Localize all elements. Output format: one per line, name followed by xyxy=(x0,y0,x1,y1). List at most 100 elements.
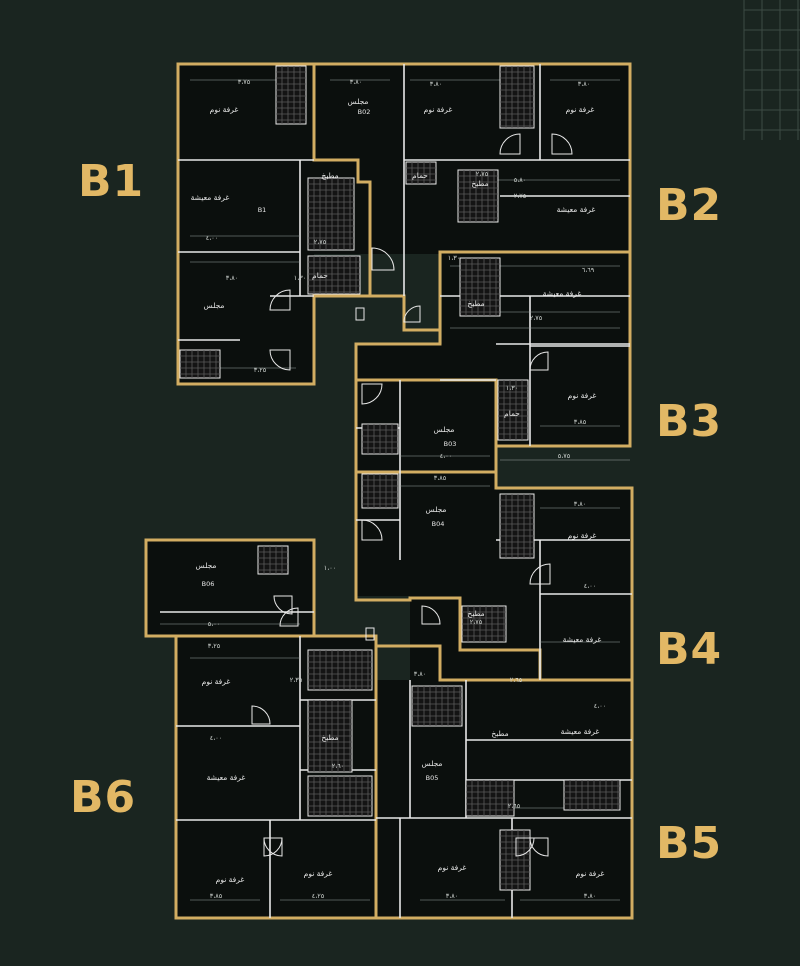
room-label-b1: حمام xyxy=(312,271,328,280)
room-label-b5: غرفة نوم xyxy=(576,869,605,878)
unit-label-b2: B2 xyxy=(656,180,723,231)
door-swing xyxy=(529,563,551,585)
tiled-area xyxy=(307,775,373,817)
extra-dimension-b5: ٢،٦٥ xyxy=(508,802,521,810)
room-dimension-b6: ٢،٦٠ xyxy=(332,762,345,770)
door-swing xyxy=(551,133,573,155)
room-dimension-b1: ٢،٧٥ xyxy=(314,238,327,246)
room-label-b5: غرفة معيشة xyxy=(561,727,600,736)
unit-code-b5: B05 xyxy=(426,774,439,782)
tile-frame xyxy=(457,169,499,223)
room-dimension-b4: ٤،٠٠ xyxy=(584,582,597,590)
room-label-b2: غرفة نوم xyxy=(566,105,595,114)
room-dimension-b6: ٤،٢٥ xyxy=(312,892,325,900)
unit-code-b2: B02 xyxy=(358,108,371,116)
room-dimension-b6: ٤،٠٠ xyxy=(210,734,223,742)
room-label-b6: غرفة نوم xyxy=(216,875,245,884)
door-swing xyxy=(361,383,383,405)
tile-frame xyxy=(257,545,289,575)
room-label-b5: مجلس xyxy=(422,759,443,768)
door-swing xyxy=(269,349,291,371)
unit-label-b5: B5 xyxy=(656,818,723,869)
door-swing xyxy=(499,133,521,155)
tile-frame xyxy=(307,649,373,691)
tiled-area xyxy=(465,779,515,817)
tiled-area xyxy=(361,473,399,509)
door-swing xyxy=(273,595,293,615)
tiled-area xyxy=(275,65,307,125)
extra-dimension-b6: ٢،٣٥ xyxy=(290,676,303,684)
room-area xyxy=(410,596,630,680)
extra-dimension-b4: ١،٠٠ xyxy=(324,564,337,572)
tiled-area xyxy=(459,257,501,317)
unit-code-b1: B1 xyxy=(258,206,267,214)
room-label-b4: غرفة معيشة xyxy=(563,635,602,644)
tiled-area xyxy=(307,699,353,773)
room-dimension-b5: ٣،٨٠ xyxy=(446,892,459,900)
room-label-b1: غرفة نوم xyxy=(210,105,239,114)
room-label-b2: مطبخ xyxy=(471,179,488,188)
room-dimension-b2: ٢،٧٥ xyxy=(514,192,527,200)
room-label-b1: مطبخ xyxy=(321,171,338,180)
extra-dimension-b2: ٥،٨٠ xyxy=(514,176,527,184)
shaft-marker xyxy=(365,627,375,641)
room-dimension-b6: ٥،٠٠ xyxy=(208,620,221,628)
tile-frame xyxy=(499,65,535,129)
extra-dimension-b3: ٥،٧٥ xyxy=(558,452,571,460)
tiled-area xyxy=(499,829,531,891)
room-label-b3: غرفة نوم xyxy=(568,391,597,400)
door-swing xyxy=(421,605,441,625)
room-label-b4: غرفة نوم xyxy=(568,531,597,540)
room-label-b6: غرفة معيشة xyxy=(207,773,246,782)
room-dimension-b6: ٣،٨٥ xyxy=(210,892,223,900)
unit-label-b4: B4 xyxy=(656,624,723,675)
door-swing xyxy=(263,837,283,857)
tile-frame xyxy=(179,349,221,379)
door-swing xyxy=(269,289,291,311)
tiled-area xyxy=(257,545,289,575)
door-swing xyxy=(529,837,549,857)
room-label-b4: مجلس xyxy=(426,505,447,514)
unit-label-b1: B1 xyxy=(78,156,145,207)
room-area xyxy=(146,540,314,636)
extra-dimension-b1: ٣،٢٥ xyxy=(254,366,267,374)
unit-code-b4: B04 xyxy=(432,520,445,528)
tiled-area xyxy=(179,349,221,379)
unit-code-b3: B03 xyxy=(444,440,457,448)
tiled-area xyxy=(497,379,529,441)
room-label-b3: غرفة معيشة xyxy=(543,289,582,298)
room-label-b6: مجلس xyxy=(196,561,217,570)
room-dimension-b1: ٤،٠٠ xyxy=(206,234,219,242)
room-label-b3: مطبخ xyxy=(467,299,484,308)
room-label-b5: مطبخ xyxy=(491,729,508,738)
tiled-area xyxy=(499,65,535,129)
tiled-area xyxy=(307,649,373,691)
room-dimension-b6: ٣،٢٥ xyxy=(208,642,221,650)
tiled-area xyxy=(457,169,499,223)
room-dimension-b3: ٣،٨٥ xyxy=(574,418,587,426)
tile-frame xyxy=(405,161,437,185)
door-swing xyxy=(251,705,271,725)
room-dimension-b2: ٣،٨٠ xyxy=(350,78,363,86)
room-area xyxy=(314,64,630,254)
door-swing xyxy=(279,607,299,627)
room-label-b2: غرفة معيشة xyxy=(557,205,596,214)
room-dimension-b4: ٣،٨٠ xyxy=(574,500,587,508)
room-label-b6: غرفة نوم xyxy=(202,677,231,686)
door-swing xyxy=(529,351,549,371)
tiled-area xyxy=(461,605,507,643)
room-dimension-b3: ١،٣٠ xyxy=(506,384,519,392)
room-dimension-b5: ٤،٠٠ xyxy=(594,702,607,710)
door-swing xyxy=(361,519,383,541)
unit-label-b6: B6 xyxy=(70,772,137,823)
room-dimension-b1: ١،٣٠ xyxy=(294,274,307,282)
room-label-b6: مطبخ xyxy=(321,733,338,742)
room-dimension-b3: ٢،٧٥ xyxy=(530,314,543,322)
room-dimension-b5: ٣،٨٠ xyxy=(414,670,427,678)
room-label-b4: مطبخ xyxy=(467,609,484,618)
tiled-area xyxy=(307,255,361,295)
room-dimension-b3: ٦،٦٩ xyxy=(582,266,595,274)
room-dimension-b1: ٣،٧٥ xyxy=(238,78,251,86)
